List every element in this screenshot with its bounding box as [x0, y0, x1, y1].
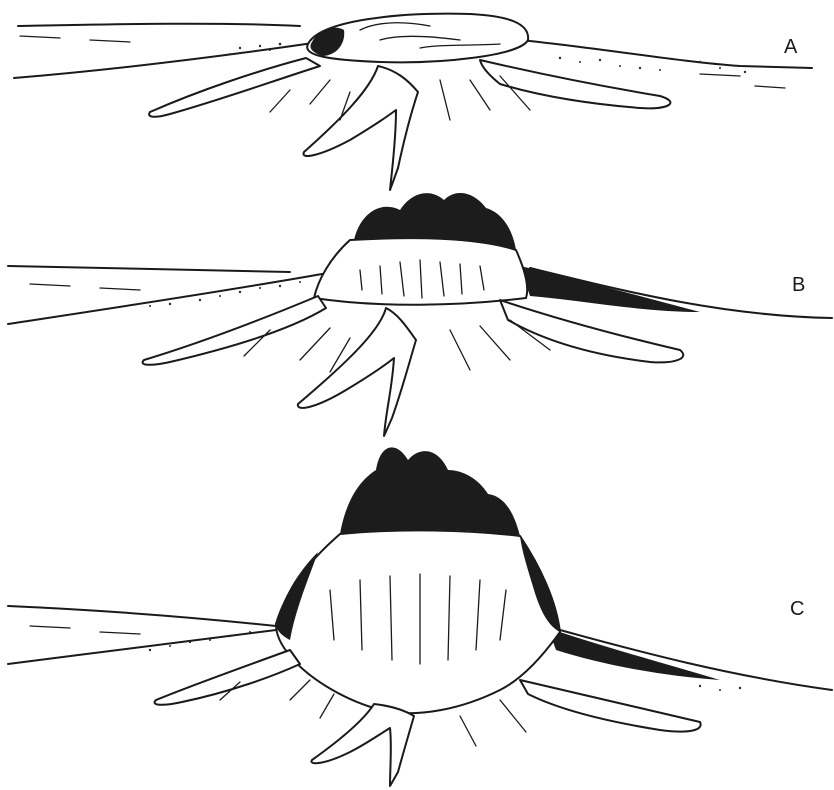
stage-a-drawing [14, 14, 812, 190]
stage-b-drawing [8, 193, 832, 436]
stage-c-drawing [8, 447, 832, 786]
stage-b-stipple [149, 281, 301, 307]
stage-label-b: B [792, 274, 805, 297]
stage-label-c: C [790, 598, 804, 621]
stage-label-a: A [784, 36, 797, 59]
